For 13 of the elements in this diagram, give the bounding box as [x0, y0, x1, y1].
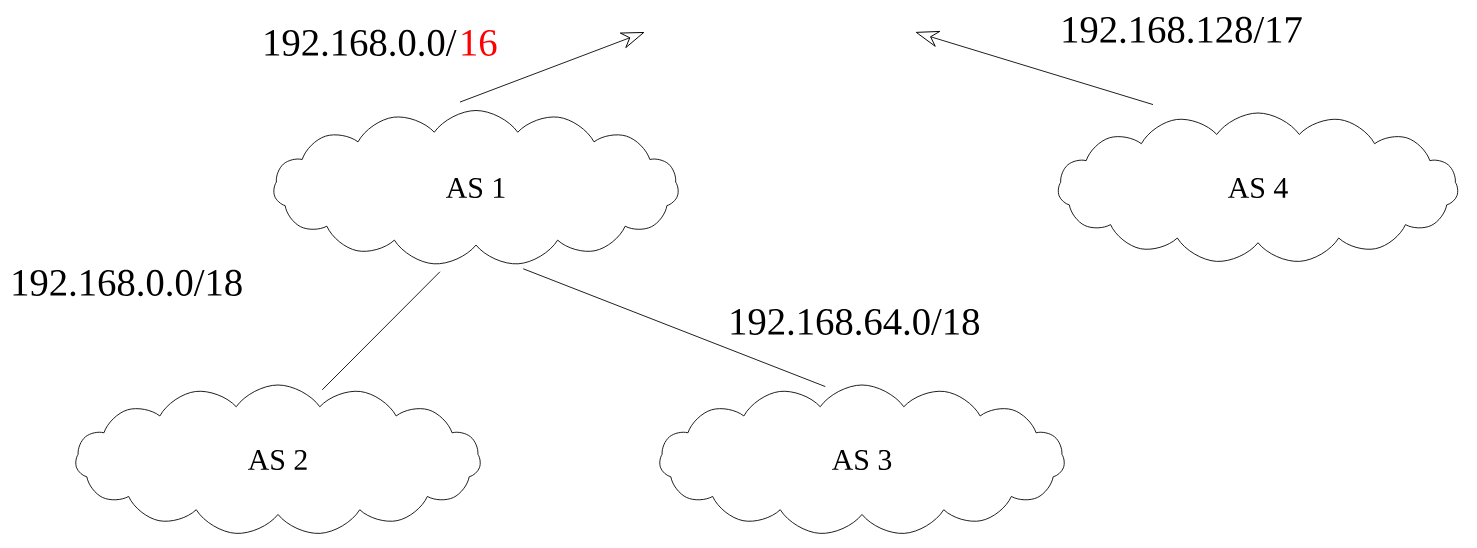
edge-label: 192.168.0.0/: [260, 28, 459, 58]
arrow: [915, 31, 1154, 105]
edge-label: 192.168.0.0/18: [8, 268, 245, 298]
cloud: AS 4: [1057, 112, 1459, 262]
cloud: AS 2: [75, 384, 481, 534]
arrow: [459, 32, 645, 103]
cloud: AS 3: [659, 384, 1065, 534]
connector-line: [321, 271, 441, 391]
cloud: AS 1: [273, 110, 679, 265]
prefix-length: 16: [462, 30, 497, 56]
edge-label: 192.168.64.0/18: [726, 307, 983, 337]
connector-line: [522, 268, 826, 387]
edge-label: 192.168.128/17: [1058, 15, 1305, 45]
